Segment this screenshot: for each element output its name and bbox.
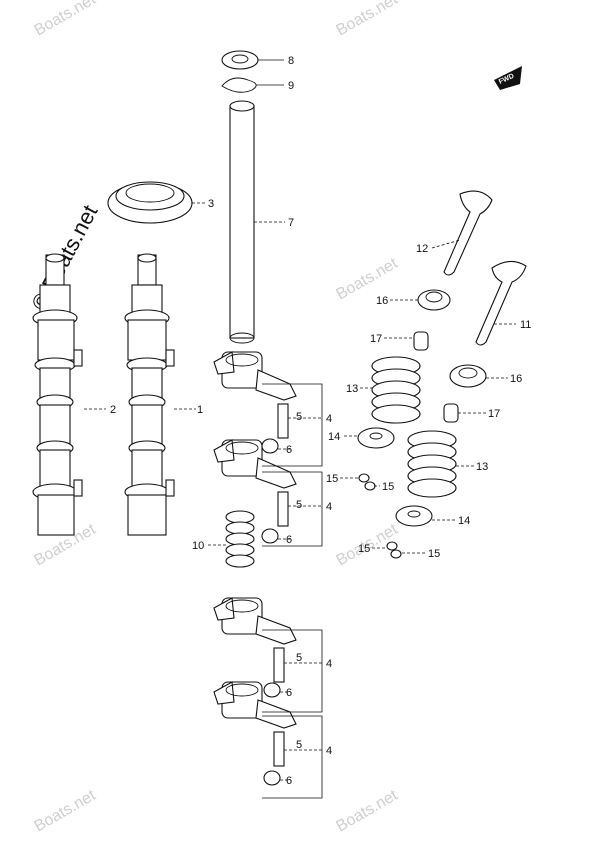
rocker-arm-assembly-3 xyxy=(213,597,297,645)
callout-6: 6 xyxy=(286,687,292,699)
clip-9 xyxy=(221,77,257,93)
spring-retainer-16 xyxy=(417,289,487,388)
leader-lines xyxy=(84,59,516,799)
callout-13: 13 xyxy=(476,461,488,473)
callout-4: 4 xyxy=(326,745,332,757)
spring-seat-14 xyxy=(357,427,433,527)
callout-5: 5 xyxy=(296,499,302,511)
callout-2: 2 xyxy=(110,404,116,416)
callout-labels: 1 2 3 7 8 9 10 11 12 13 13 14 14 15 15 1… xyxy=(110,55,531,787)
valve-spring-13 xyxy=(371,356,457,498)
rocker-arm-assembly-2 xyxy=(213,439,297,489)
callout-13: 13 xyxy=(346,383,358,395)
callout-6: 6 xyxy=(286,444,292,456)
callout-15: 15 xyxy=(358,543,370,555)
watermark-text: Boats.net xyxy=(334,787,402,836)
callout-6: 6 xyxy=(286,534,292,546)
callout-7: 7 xyxy=(288,217,294,229)
rocker-arm-assembly-4 xyxy=(213,681,297,729)
watermark-text: Boats.net xyxy=(334,255,402,304)
oil-seal-3 xyxy=(107,181,193,224)
watermark-layer: Boats.net Boats.net Boats.net Boats.net … xyxy=(32,0,402,835)
rocker-arm-assembly-1 xyxy=(213,351,297,401)
callout-14: 14 xyxy=(458,515,470,527)
callout-15: 15 xyxy=(382,481,394,493)
callout-6: 6 xyxy=(286,775,292,787)
callout-3: 3 xyxy=(208,198,214,210)
camshaft-2 xyxy=(32,253,83,536)
callout-8: 8 xyxy=(288,55,294,67)
valve-stem-seal-17 xyxy=(413,331,459,423)
callout-5: 5 xyxy=(296,411,302,423)
rocker-shaft-7 xyxy=(229,100,255,344)
camshaft-1 xyxy=(124,253,175,536)
callout-15: 15 xyxy=(428,548,440,560)
watermark-text: Boats.net xyxy=(32,787,100,836)
callout-5: 5 xyxy=(296,739,302,751)
callout-4: 4 xyxy=(326,501,332,513)
callout-14: 14 xyxy=(328,431,340,443)
valve-cotter-15 xyxy=(358,473,402,559)
callout-1: 1 xyxy=(197,404,203,416)
callout-9: 9 xyxy=(288,80,294,92)
callout-17: 17 xyxy=(488,408,500,420)
callout-12: 12 xyxy=(416,243,428,255)
callout-15: 15 xyxy=(326,473,338,485)
fwd-badge: FWD xyxy=(494,66,522,90)
lock-nut-6 xyxy=(261,438,281,786)
callout-16: 16 xyxy=(510,373,522,385)
callout-11: 11 xyxy=(520,319,531,331)
valve-12 xyxy=(443,190,493,276)
valve-11 xyxy=(475,260,527,346)
callout-4: 4 xyxy=(326,413,332,425)
callout-16: 16 xyxy=(376,295,388,307)
watermark-text: Boats.net xyxy=(32,0,100,39)
watermark-text: Boats.net xyxy=(334,0,402,39)
adjusting-screw-5 xyxy=(273,403,289,767)
washer-8 xyxy=(221,50,259,70)
callout-5: 5 xyxy=(296,652,302,664)
spring-10 xyxy=(225,510,255,568)
callout-4: 4 xyxy=(326,658,332,670)
callout-10: 10 xyxy=(192,540,204,552)
callout-17: 17 xyxy=(370,333,382,345)
